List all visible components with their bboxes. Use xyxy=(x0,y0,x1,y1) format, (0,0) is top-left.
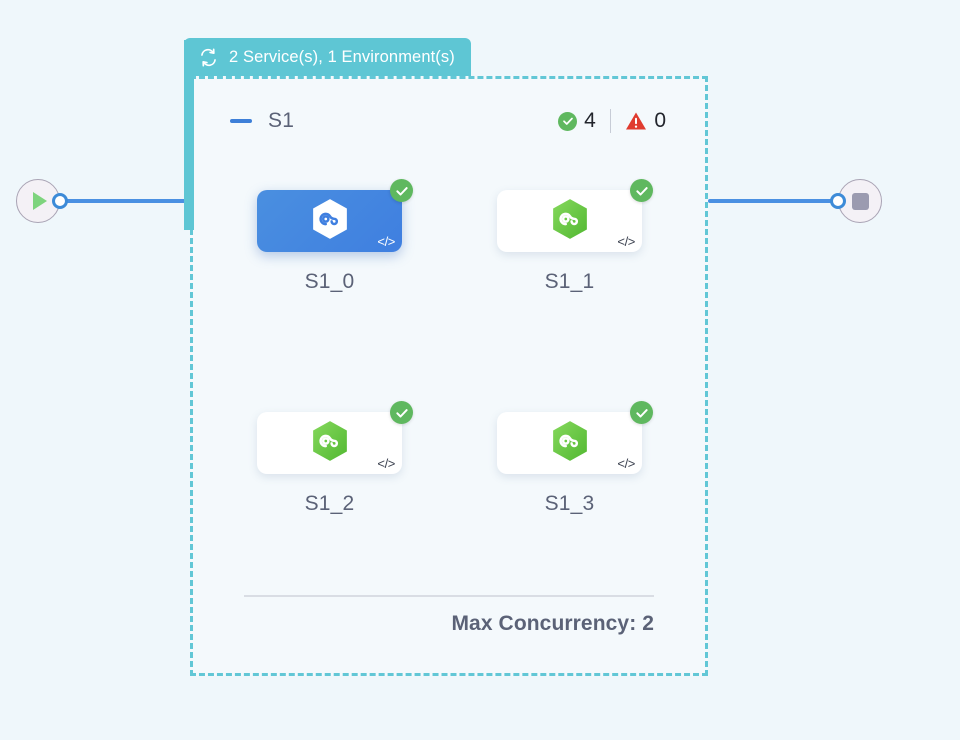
service-node-card[interactable]: </> xyxy=(257,401,413,474)
nodejs-hex-icon xyxy=(307,196,353,247)
service-node-label: S1_3 xyxy=(544,492,595,515)
code-icon: </> xyxy=(377,456,395,471)
minus-icon[interactable] xyxy=(230,119,252,123)
group-footer-divider xyxy=(244,595,654,597)
status-success: 4 xyxy=(558,109,596,133)
service-node-s1-1[interactable]: </> S1_1 xyxy=(497,179,653,294)
group-status-cluster: 4 0 xyxy=(558,109,666,133)
check-circle-icon xyxy=(558,111,578,131)
check-circle-icon xyxy=(630,179,653,202)
max-concurrency-label: Max Concurrency: 2 xyxy=(451,612,654,635)
service-node-s1-3[interactable]: </> S1_3 xyxy=(497,401,653,516)
play-icon xyxy=(33,192,47,210)
code-icon: </> xyxy=(377,234,395,249)
service-node-card[interactable]: </> xyxy=(497,179,653,252)
status-warning: 0 xyxy=(625,109,666,133)
edge-group-to-stop[interactable] xyxy=(708,199,842,203)
service-node-card[interactable]: </> xyxy=(497,401,653,474)
code-icon: </> xyxy=(617,234,635,249)
service-node-s1-0[interactable]: </> S1_0 xyxy=(257,179,413,294)
edge-start-to-group[interactable] xyxy=(62,199,192,203)
start-node-output-handle[interactable] xyxy=(52,193,68,209)
loop-arrows-icon xyxy=(198,47,219,68)
nodejs-hex-icon xyxy=(547,418,593,469)
stop-node-input-handle[interactable] xyxy=(830,193,846,209)
service-group-container[interactable] xyxy=(190,76,708,676)
group-name-label: S1 xyxy=(268,109,295,132)
group-left-accent-bar xyxy=(184,40,194,230)
service-node-card[interactable]: </> xyxy=(257,179,413,252)
service-node-label: S1_1 xyxy=(544,270,595,293)
code-icon: </> xyxy=(617,456,635,471)
group-header-row: S1 4 0 xyxy=(230,106,666,136)
nodejs-hex-icon xyxy=(307,418,353,469)
group-title-label: 2 Service(s), 1 Environment(s) xyxy=(229,47,455,66)
check-circle-icon xyxy=(630,401,653,424)
status-divider xyxy=(609,109,612,133)
check-circle-icon xyxy=(390,179,413,202)
group-title-tab[interactable]: 2 Service(s), 1 Environment(s) xyxy=(184,38,471,76)
service-node-s1-2[interactable]: </> S1_2 xyxy=(257,401,413,516)
stop-square-icon xyxy=(851,192,869,210)
status-success-count: 4 xyxy=(584,109,596,132)
nodejs-hex-icon xyxy=(547,196,593,247)
check-circle-icon xyxy=(390,401,413,424)
warning-triangle-icon xyxy=(625,111,647,131)
service-node-label: S1_2 xyxy=(304,492,355,515)
status-warning-count: 0 xyxy=(654,109,666,132)
service-node-label: S1_0 xyxy=(304,270,355,293)
